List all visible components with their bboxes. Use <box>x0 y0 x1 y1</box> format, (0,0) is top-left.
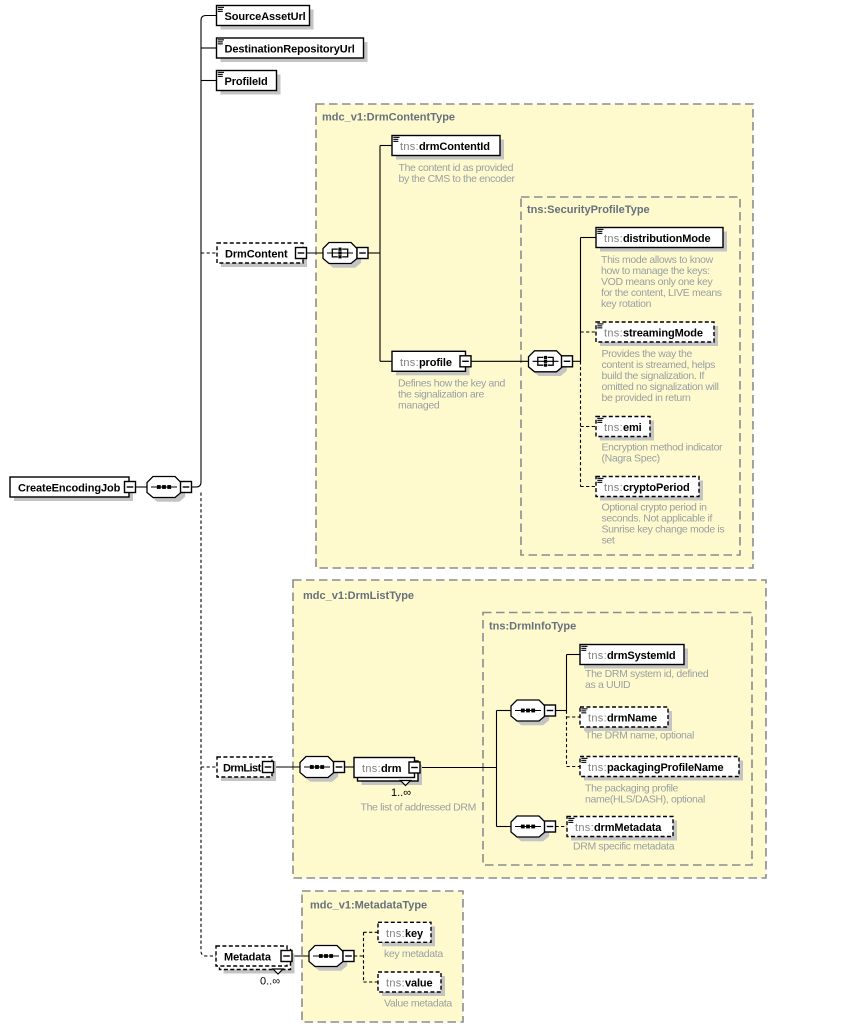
svg-text:omitted no signalization will: omitted no signalization will <box>602 381 719 393</box>
svg-text:mdc_v1:MetadataType: mdc_v1:MetadataType <box>310 900 427 912</box>
svg-text:mdc_v1:DrmListType: mdc_v1:DrmListType <box>303 590 414 602</box>
svg-text:build the signalization. If: build the signalization. If <box>602 370 705 382</box>
svg-text:tns:drmMetadata: tns:drmMetadata <box>575 822 662 834</box>
svg-text:tns:drmName: tns:drmName <box>588 713 657 725</box>
svg-text:Provides the way the: Provides the way the <box>602 348 693 360</box>
svg-text:(Nagra Spec): (Nagra Spec) <box>602 453 660 465</box>
svg-text:0..∞: 0..∞ <box>260 976 280 988</box>
svg-text:key metadata: key metadata <box>384 948 443 960</box>
svg-text:The DRM name, optional: The DRM name, optional <box>585 730 694 742</box>
svg-text:The DRM system id, defined: The DRM system id, defined <box>585 668 709 680</box>
svg-text:managed: managed <box>398 400 440 412</box>
svg-text:name(HLS/DASH), optional: name(HLS/DASH), optional <box>585 794 705 806</box>
svg-text:Optional crypto period in: Optional crypto period in <box>602 502 708 514</box>
svg-text:ProfileId: ProfileId <box>225 76 268 88</box>
svg-text:The packaging profile: The packaging profile <box>585 783 679 795</box>
svg-text:by the CMS to the encoder: by the CMS to the encoder <box>399 173 516 185</box>
svg-text:seconds. Not applicable if: seconds. Not applicable if <box>602 513 713 525</box>
svg-text:1..∞: 1..∞ <box>391 787 411 799</box>
svg-text:Metadata: Metadata <box>224 952 272 964</box>
svg-text:be provided in return: be provided in return <box>602 392 691 404</box>
svg-text:tns:SecurityProfileType: tns:SecurityProfileType <box>527 204 650 216</box>
svg-text:tns:drmSystemId: tns:drmSystemId <box>588 650 676 662</box>
svg-text:set: set <box>602 535 615 547</box>
svg-text:CreateEncodingJob: CreateEncodingJob <box>18 483 121 495</box>
svg-text:The list of addressed DRM: The list of addressed DRM <box>361 801 477 813</box>
svg-text:Sunrise key change mode is: Sunrise key change mode is <box>602 524 725 536</box>
svg-text:mdc_v1:DrmContentType: mdc_v1:DrmContentType <box>322 112 455 124</box>
svg-text:tns:drm: tns:drm <box>362 763 402 775</box>
svg-text:VOD means only one key: VOD means only one key <box>601 276 713 288</box>
svg-text:DrmContent: DrmContent <box>225 249 288 261</box>
svg-text:as a UUID: as a UUID <box>585 679 631 691</box>
svg-text:DrmList: DrmList <box>223 763 262 775</box>
svg-text:DRM specific metadata: DRM specific metadata <box>573 840 675 852</box>
svg-text:DestinationRepositoryUrl: DestinationRepositoryUrl <box>225 44 355 56</box>
svg-text:key rotation: key rotation <box>601 298 652 310</box>
svg-text:tns:cryptoPeriod: tns:cryptoPeriod <box>604 482 690 494</box>
svg-text:tns:DrmInfoType: tns:DrmInfoType <box>489 621 576 633</box>
svg-text:tns:value: tns:value <box>386 978 433 990</box>
svg-text:Value metadata: Value metadata <box>384 998 452 1010</box>
svg-text:Defines how the key and: Defines how the key and <box>398 378 505 390</box>
svg-text:The content id as provided: The content id as provided <box>399 162 514 174</box>
svg-text:This mode allows to know: This mode allows to know <box>601 254 714 266</box>
svg-text:tns:distributionMode: tns:distributionMode <box>604 233 711 245</box>
svg-text:tns:profile: tns:profile <box>400 357 452 369</box>
svg-text:tns:packagingProfileName: tns:packagingProfileName <box>588 762 724 774</box>
svg-text:tns:emi: tns:emi <box>604 422 642 434</box>
svg-text:how to manage the keys:: how to manage the keys: <box>601 265 710 277</box>
svg-text:Encryption method indicator: Encryption method indicator <box>602 442 724 454</box>
svg-text:tns:key: tns:key <box>386 928 424 940</box>
svg-text:for the content, LIVE means: for the content, LIVE means <box>601 287 722 299</box>
svg-text:tns:streamingMode: tns:streamingMode <box>604 328 703 340</box>
svg-text:the signalization are: the signalization are <box>398 389 485 401</box>
svg-text:tns:drmContentId: tns:drmContentId <box>400 141 490 153</box>
svg-text:content is streamed, helps: content is streamed, helps <box>602 359 716 371</box>
svg-text:SourceAssetUrl: SourceAssetUrl <box>225 11 306 23</box>
